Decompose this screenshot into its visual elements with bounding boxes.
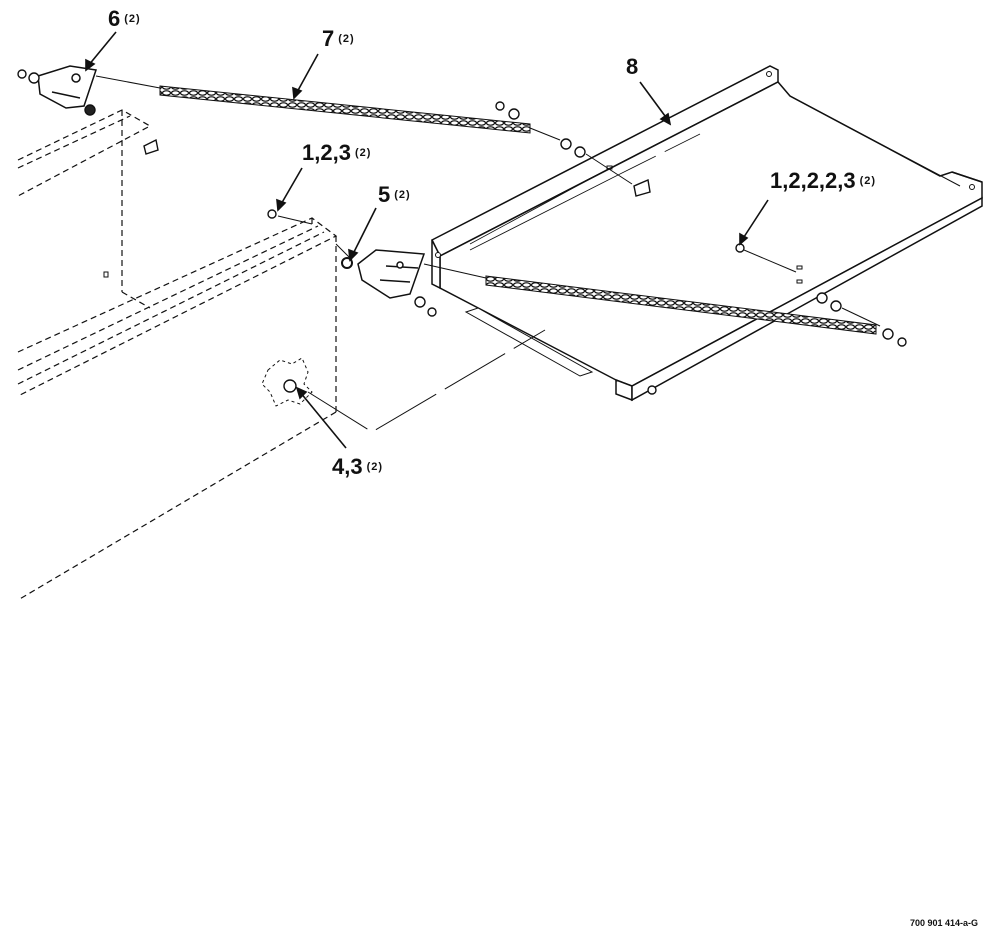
figure-reference: 700 901 414-a-G [909, 918, 978, 928]
callout-1-2-3-quantity: (2) [354, 147, 372, 159]
callout-1-2-2-2-3-number: 1,2,2,2,3 [770, 168, 856, 193]
tray-crease [469, 173, 621, 251]
callout-7: 7(2) [322, 28, 355, 50]
bracket-upper [37, 65, 97, 109]
callout-6-quantity: (2) [124, 13, 141, 25]
callout-4-3-number: 4,3 [332, 454, 363, 479]
cutaway-outline [261, 357, 313, 407]
bracket-lower [357, 249, 426, 299]
tray-crease [469, 167, 611, 245]
callout-6: 6(2) [108, 8, 141, 30]
frame-structure [17, 109, 338, 601]
callout-4-3: 4,3(2) [332, 456, 383, 478]
tray-slot [796, 279, 803, 284]
callout-1-2-2-2-3: 1,2,2,2,3(2) [770, 170, 876, 192]
tray-side-strip [464, 307, 594, 377]
callout-8-number: 8 [626, 54, 639, 79]
tray-hole [435, 252, 441, 258]
chain-upper [159, 85, 531, 134]
tray-slot [796, 265, 803, 270]
callout-4-3-quantity: (2) [366, 461, 384, 473]
tray-hole [969, 184, 975, 190]
frame-hole [103, 271, 109, 278]
callout-8: 8 [626, 56, 638, 78]
leader-arrows [85, 31, 769, 449]
callout-5-quantity: (2) [394, 189, 411, 201]
assembly-lines [95, 75, 881, 433]
callout-5-number: 5 [378, 182, 391, 207]
callout-7-quantity: (2) [338, 33, 355, 45]
hardware [17, 69, 907, 395]
callout-1-2-2-2-3-quantity: (2) [859, 175, 877, 187]
callout-7-number: 7 [322, 26, 335, 51]
callout-5: 5(2) [378, 184, 411, 206]
callout-1-2-3-number: 1,2,3 [302, 140, 351, 165]
tray-shield [430, 65, 983, 402]
tray-hole [766, 71, 772, 77]
tray-crease [619, 133, 701, 175]
callout-6-number: 6 [108, 6, 121, 31]
chain-lower [485, 275, 877, 335]
callout-1-2-3: 1,2,3(2) [302, 142, 371, 164]
